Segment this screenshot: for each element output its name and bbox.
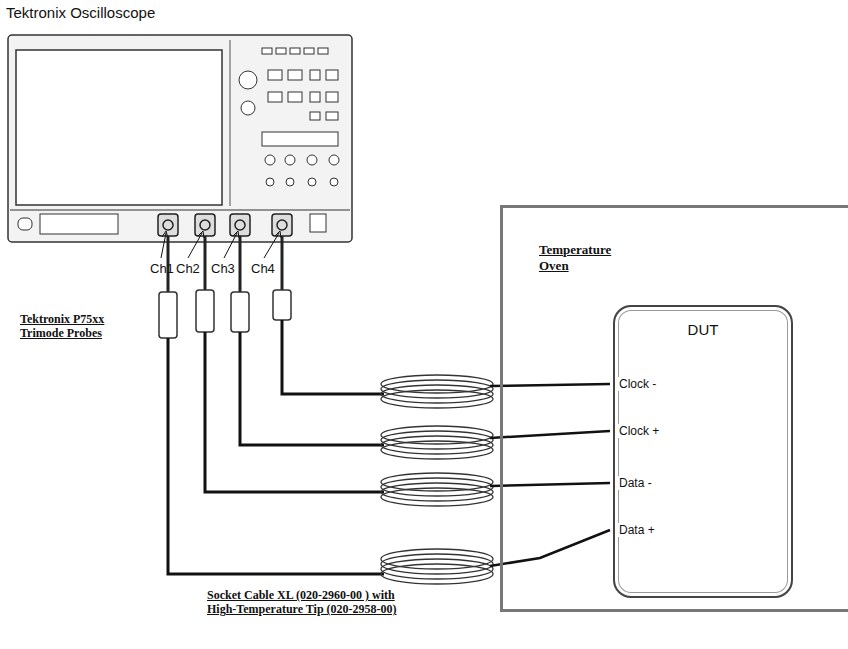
probe-cables xyxy=(168,236,282,292)
panel-divider xyxy=(10,209,350,210)
dut-title: DUT xyxy=(615,321,791,338)
cable-label: Socket Cable XL (020-2960-00 ) with High… xyxy=(207,588,397,617)
channel-name: Ch4 xyxy=(251,261,275,277)
socket-cables xyxy=(168,320,384,574)
instrument-name: Tektronix Oscilloscope xyxy=(6,4,155,22)
pin-cables xyxy=(490,384,610,566)
channel-name: Ch1 xyxy=(150,261,174,277)
pin-name: Data + xyxy=(617,523,657,537)
pin-name: Clock + xyxy=(617,424,661,438)
oscilloscope-body xyxy=(8,35,352,242)
oscilloscope-screen xyxy=(16,50,222,205)
oven-region: Temperature OvenDUT xyxy=(500,205,848,612)
channel-connectors xyxy=(158,214,292,236)
dut-box: DUT xyxy=(613,305,793,598)
probe-label: Tektronix P75xx Trimode Probes xyxy=(20,312,145,341)
trimode-probes xyxy=(159,290,291,338)
oven-title: Temperature Oven xyxy=(539,242,629,275)
cable-coils xyxy=(381,375,493,584)
channel-leaders xyxy=(161,231,281,258)
pin-name: Clock - xyxy=(617,377,658,391)
panel-divider xyxy=(230,40,231,206)
control-knobs xyxy=(18,48,339,234)
channel-name: Ch3 xyxy=(211,261,235,277)
pin-name: Data - xyxy=(617,476,654,490)
channel-name: Ch2 xyxy=(176,261,200,277)
